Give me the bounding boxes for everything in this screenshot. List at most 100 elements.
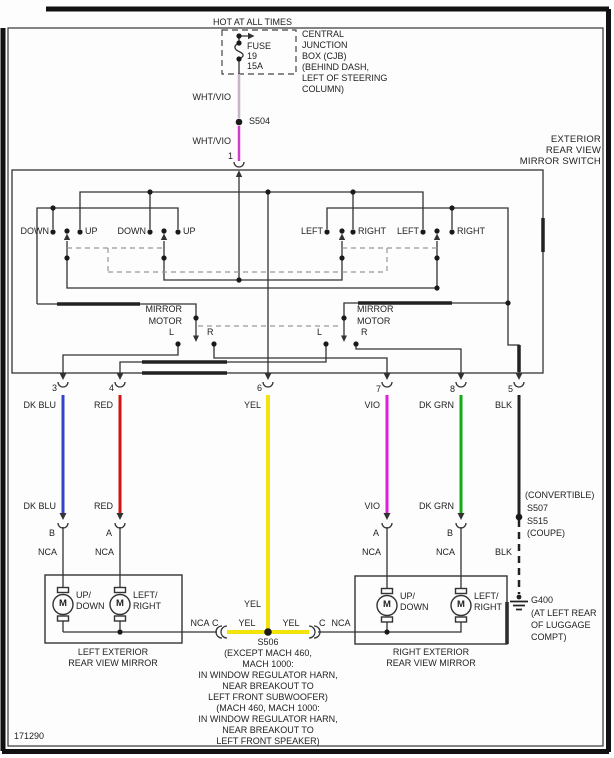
right-mirror-box-label: RIGHT EXTERIOR — [392, 647, 470, 657]
fuse-label: FUSE — [247, 41, 272, 51]
switch-title-line: EXTERIOR — [550, 134, 601, 145]
wire-label-nca: NCA — [190, 618, 210, 628]
right-mirror-box-label: REAR VIEW MIRROR — [386, 658, 476, 668]
wire-color-label-dk-blu: DK BLU — [23, 400, 56, 410]
fuse-rating: 15A — [247, 61, 264, 71]
motor-direction-label: RIGHT — [474, 602, 502, 612]
wire-color-label-red: RED — [93, 400, 113, 410]
arrowheads — [59, 32, 523, 520]
fuse-number: 19 — [247, 51, 258, 61]
pin-number: 7 — [375, 384, 381, 394]
wire-color-label-yel: YEL — [243, 400, 261, 410]
motor-direction-label: DOWN — [76, 601, 105, 611]
contact-label-r: R — [361, 327, 368, 337]
wire-color-label-dk-blu: DK BLU — [23, 501, 56, 511]
hot-at-all-times-label: HOT AT ALL TIMES — [213, 17, 293, 27]
pin-letter: B — [48, 528, 55, 538]
pin-1-label: 1 — [227, 151, 233, 161]
cjb-note-line: (BEHIND DASH, — [302, 62, 370, 72]
left-mirror-motor-label: MIRROR — [145, 304, 183, 314]
pin-number: 6 — [256, 383, 262, 393]
fuse-box — [221, 29, 297, 75]
convertible-note: (CONVERTIBLE) — [525, 490, 595, 500]
motor-m-letter: M — [116, 597, 124, 609]
pin-number: 8 — [449, 384, 455, 394]
splice-s507-label: S507 — [527, 503, 549, 513]
motor-direction-label: LEFT/ — [474, 591, 499, 601]
splice-s504-label: S504 — [249, 116, 271, 126]
left-mirror-box-label: LEFT EXTERIOR — [77, 647, 149, 657]
outer-border — [0, 6, 611, 754]
ground-icon — [510, 594, 528, 611]
motor-direction-label: LEFT/ — [133, 590, 158, 600]
wire-color-label-red: RED — [93, 501, 113, 511]
contact-label-down: DOWN — [117, 226, 147, 236]
ground-location-line: (AT LEFT REAR — [531, 608, 597, 618]
diagram-number: 171290 — [14, 731, 45, 741]
bold-segments — [57, 218, 545, 644]
contact-label-l: L — [168, 327, 174, 337]
s506-location-line: NEAR BREAKOUT TO — [222, 681, 314, 691]
left-mirror-box — [44, 574, 183, 644]
s506-location-line: MACH 1000: — [242, 659, 294, 669]
contact-label-r: R — [207, 327, 214, 337]
inner-frame — [7, 27, 604, 747]
mirror-switch-box — [11, 169, 544, 374]
right-mirror-box — [354, 575, 508, 645]
contact-label-left: LEFT — [396, 226, 419, 236]
s506-location-line: NEAR BREAKOUT TO — [222, 725, 314, 735]
wire-label-nca: NCA — [361, 547, 381, 557]
wire-color-label-dk-grn: DK GRN — [418, 400, 454, 410]
contact-label-down: DOWN — [20, 226, 50, 236]
contact-label-up: UP — [85, 226, 98, 236]
wire-color-label-blk: BLK — [494, 400, 512, 410]
junction-dots — [50, 33, 523, 636]
motor-m-letter: M — [59, 597, 67, 609]
splice-s515-label: S515 — [527, 516, 549, 526]
mirror-boxes — [44, 574, 508, 645]
connector-c-label: C — [319, 618, 326, 628]
wire-color-label-vio: VIO — [364, 501, 380, 511]
motor-direction-label: UP/ — [76, 590, 92, 600]
cjb-note-line: BOX (CJB) — [302, 51, 347, 61]
pin-number: 5 — [507, 384, 513, 394]
ground-location-line: OF LUGGAGE — [531, 620, 591, 630]
connector-c-label: C — [212, 618, 219, 628]
pin-letter: B — [446, 528, 453, 538]
wire-label-nca: NCA — [94, 547, 114, 557]
switch-internal-wiring — [11, 35, 544, 633]
wire-color-label-yel: YEL — [243, 599, 261, 609]
left-mirror-box-label: REAR VIEW MIRROR — [68, 658, 158, 668]
right-leftright-motor-icon — [450, 594, 472, 617]
fuse-element — [234, 42, 244, 60]
left-mirror-motor-label: MOTOR — [148, 316, 182, 326]
switch-title-line: MIRROR SWITCH — [519, 156, 601, 167]
pin-number: 4 — [108, 383, 114, 393]
switch-title-line: REAR VIEW — [545, 145, 601, 156]
contact-label-right: RIGHT — [457, 226, 485, 236]
splice-s506-dot — [264, 628, 272, 636]
wire-color-label-dk-grn: DK GRN — [418, 501, 454, 511]
splice-s506-label: S506 — [257, 637, 279, 647]
cjb-note-line: LEFT OF STEERING — [302, 73, 388, 83]
wire-color-label-wht-vio: WHT/VIO — [192, 92, 232, 102]
wire-label-nca: NCA — [331, 618, 351, 628]
wire-color-label-yel: YEL — [238, 618, 256, 628]
wire-label-nca: NCA — [37, 547, 57, 557]
wire-color-label-yel: YEL — [282, 618, 300, 628]
cjb-note-line: COLUMN) — [302, 84, 344, 94]
motor-m-letter: M — [383, 598, 391, 610]
left-updown-motor-icon — [52, 593, 74, 616]
ground-g400-label: G400 — [531, 595, 554, 605]
wire-label-nca: NCA — [435, 547, 455, 557]
s506-location-line: LEFT FRONT SPEAKER) — [216, 736, 320, 746]
motor-m-letter: M — [457, 598, 465, 610]
coupe-note: (COUPE) — [527, 528, 565, 538]
splice-s504-dot — [235, 118, 243, 126]
motor-direction-label: UP/ — [400, 591, 416, 601]
pin-letter: A — [372, 528, 379, 538]
pin-letter: A — [105, 528, 112, 538]
right-updown-motor-icon — [376, 594, 398, 617]
